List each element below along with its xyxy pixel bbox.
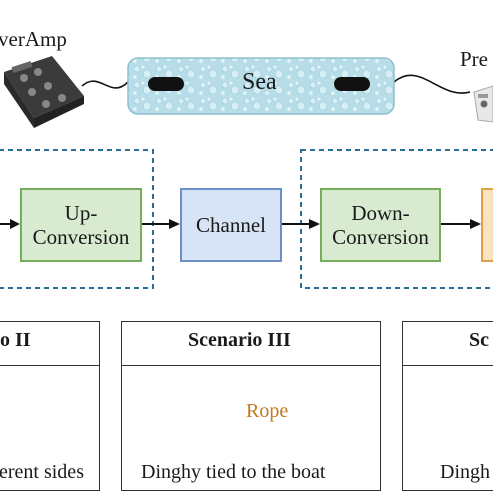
rope-label: Rope <box>246 400 289 422</box>
power-amplifier-icon <box>4 56 84 128</box>
receiver-group <box>300 149 493 289</box>
scenario-4-caption: Dingh <box>440 461 490 483</box>
next-block <box>481 188 493 262</box>
scenario-2-title: o II <box>0 329 31 351</box>
preamplifier-icon <box>473 85 493 123</box>
scenario-3-caption: Dinghy tied to the boat <box>141 461 326 483</box>
up-conversion-block: Up- Conversion <box>20 188 142 262</box>
left-cable <box>81 80 129 89</box>
right-cable <box>393 74 471 94</box>
transmitter-group <box>0 149 154 289</box>
transducer-left-icon <box>148 77 184 91</box>
preamplifier-label: Pre <box>460 47 488 71</box>
transducer-right-icon <box>334 77 370 91</box>
scenario-4-panel <box>402 321 493 491</box>
sea-label: Sea <box>242 69 277 95</box>
scenario-4-title: Sc <box>469 329 489 351</box>
scenario-2-caption: erent sides <box>0 461 84 483</box>
scenario-3-panel <box>121 321 381 491</box>
sea-region <box>127 57 395 115</box>
scenario-2-panel <box>0 321 100 491</box>
power-amplifier-label: verAmp <box>0 27 67 51</box>
down-conversion-block: Down- Conversion <box>320 188 441 262</box>
scenario-3-title: Scenario III <box>188 329 291 351</box>
channel-block: Channel <box>180 188 282 262</box>
